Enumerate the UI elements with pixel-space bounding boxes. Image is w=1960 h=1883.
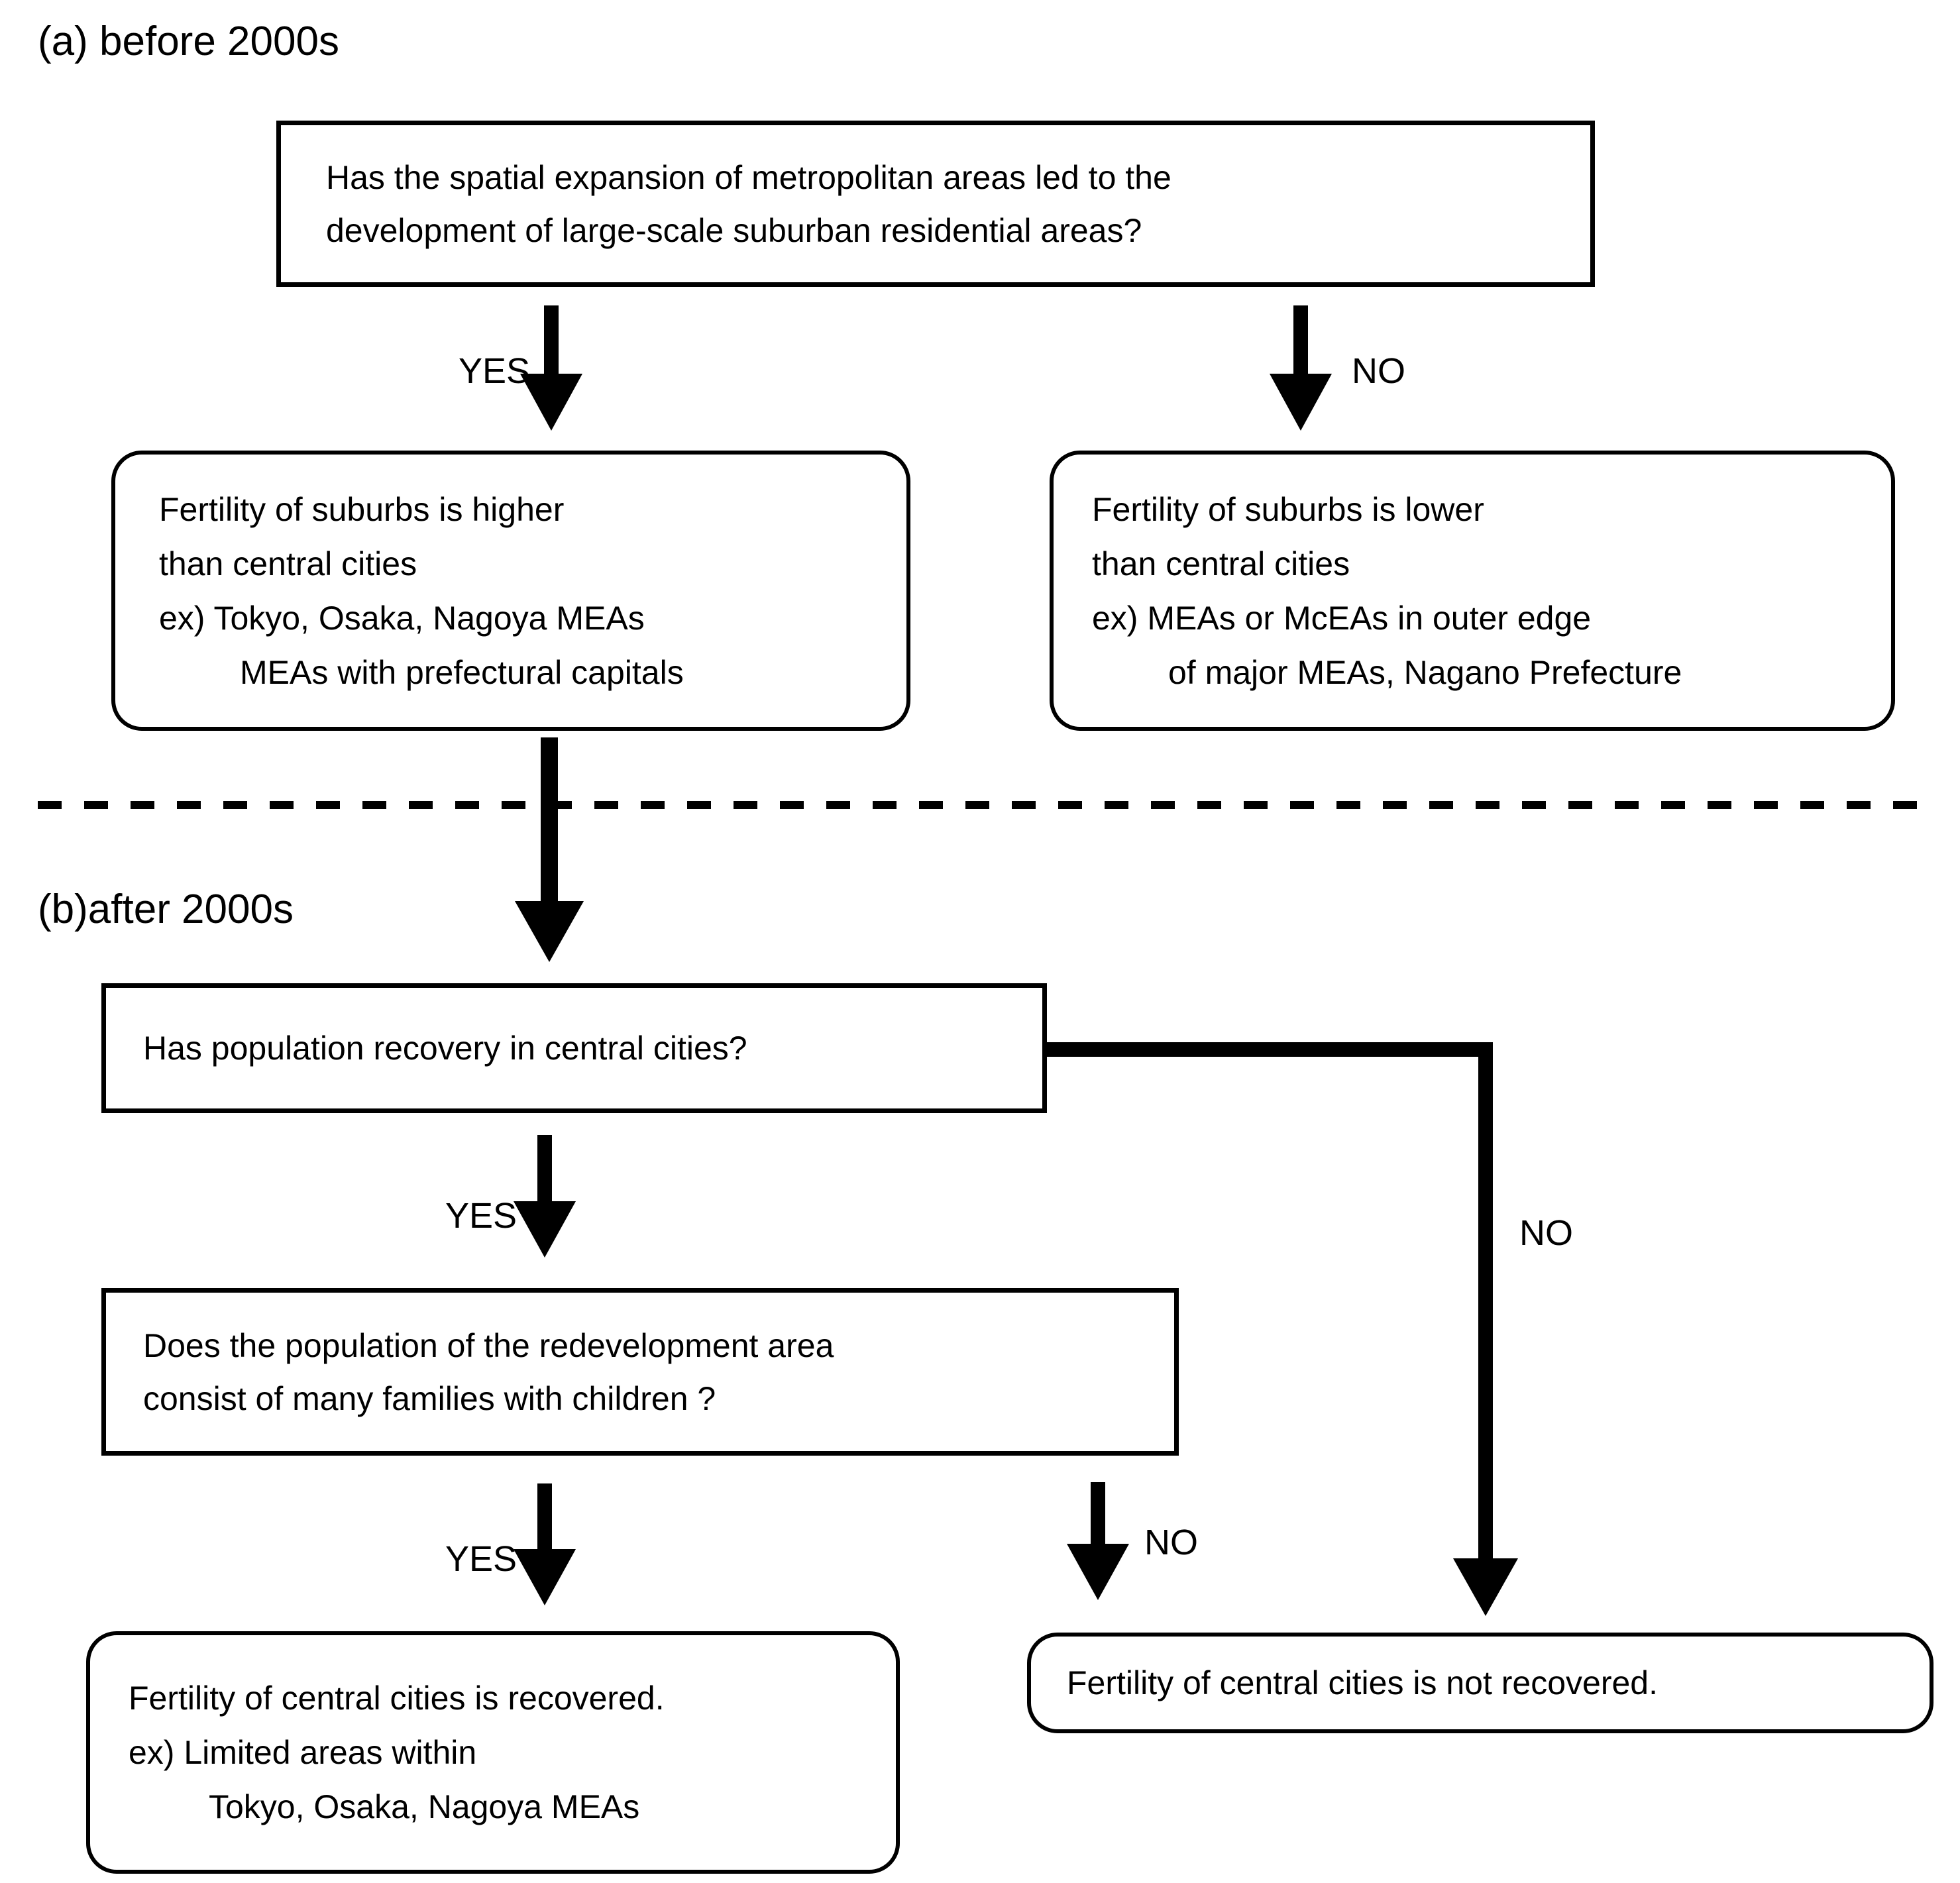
- arrow-shaft: [544, 305, 559, 374]
- arrow-head: [1453, 1558, 1518, 1616]
- b-no-elbow-label: NO: [1519, 1213, 1573, 1253]
- arrow-head: [514, 1549, 576, 1605]
- b-no-label-2: NO: [1144, 1523, 1198, 1562]
- arrow-shaft: [1091, 1482, 1105, 1544]
- section-b-label: (b)after 2000s: [38, 887, 294, 932]
- outcome-a-no-line-3: ex) MEAs or McEAs in outer edge: [1092, 599, 1592, 637]
- question-b2-line-2: consist of many families with children ?: [143, 1379, 716, 1417]
- question-b1-box: Has population recovery in central citie…: [101, 983, 1047, 1113]
- outcome-b-no-box: Fertility of central cities is not recov…: [1027, 1633, 1933, 1733]
- question-a-line-1: Has the spatial expansion of metropolita…: [326, 158, 1171, 196]
- elbow-vertical: [1478, 1042, 1493, 1558]
- outcome-b-yes-line-3: Tokyo, Osaka, Nagoya MEAs: [209, 1788, 640, 1825]
- arrow-shaft: [537, 1135, 552, 1201]
- question-b2-line-1: Does the population of the redevelopment…: [143, 1326, 834, 1364]
- a-no-label: NO: [1352, 351, 1405, 391]
- outcome-a-no-box: Fertility of suburbs is lower than centr…: [1050, 451, 1895, 731]
- arrow-shaft: [537, 1483, 552, 1549]
- arrow-shaft: [541, 737, 558, 901]
- question-a-box: Has the spatial expansion of metropolita…: [276, 121, 1595, 287]
- elbow-horizontal: [1047, 1042, 1493, 1057]
- arrow-head: [1067, 1544, 1129, 1600]
- outcome-a-yes-line-2: than central cities: [159, 545, 417, 582]
- arrow-head: [520, 374, 582, 431]
- outcome-b-yes-line-1: Fertility of central cities is recovered…: [129, 1680, 665, 1717]
- section-a-label: (a) before 2000s: [38, 19, 339, 64]
- outcome-a-yes-line-4: MEAs with prefectural capitals: [240, 653, 684, 691]
- a-yes-label: YES: [458, 351, 530, 391]
- outcome-a-yes-line-3: ex) Tokyo, Osaka, Nagoya MEAs: [159, 599, 645, 637]
- outcome-a-yes-box: Fertility of suburbs is higher than cent…: [111, 451, 910, 731]
- outcome-b-yes-box: Fertility of central cities is recovered…: [86, 1631, 900, 1874]
- question-a-line-2: development of large-scale suburban resi…: [326, 211, 1142, 249]
- outcome-a-yes-line-1: Fertility of suburbs is higher: [159, 490, 565, 528]
- outcome-a-no-line-1: Fertility of suburbs is lower: [1092, 490, 1484, 528]
- arrow-shaft: [1293, 305, 1308, 374]
- b-yes-label-2: YES: [445, 1539, 517, 1579]
- outcome-b-no-line-1: Fertility of central cities is not recov…: [1067, 1664, 1658, 1701]
- arrow-head: [515, 901, 584, 962]
- outcome-b-yes-line-2: ex) Limited areas within: [129, 1734, 477, 1771]
- question-b2-box: Does the population of the redevelopment…: [101, 1288, 1179, 1456]
- outcome-a-no-line-2: than central cities: [1092, 545, 1350, 582]
- arrow-head: [1270, 374, 1332, 431]
- outcome-a-no-line-4: of major MEAs, Nagano Prefecture: [1168, 653, 1682, 691]
- arrow-head: [514, 1201, 576, 1258]
- b-yes-label-1: YES: [445, 1196, 517, 1236]
- question-b1-line-1: Has population recovery in central citie…: [143, 1030, 747, 1067]
- section-divider-dashed-line: [38, 801, 1922, 809]
